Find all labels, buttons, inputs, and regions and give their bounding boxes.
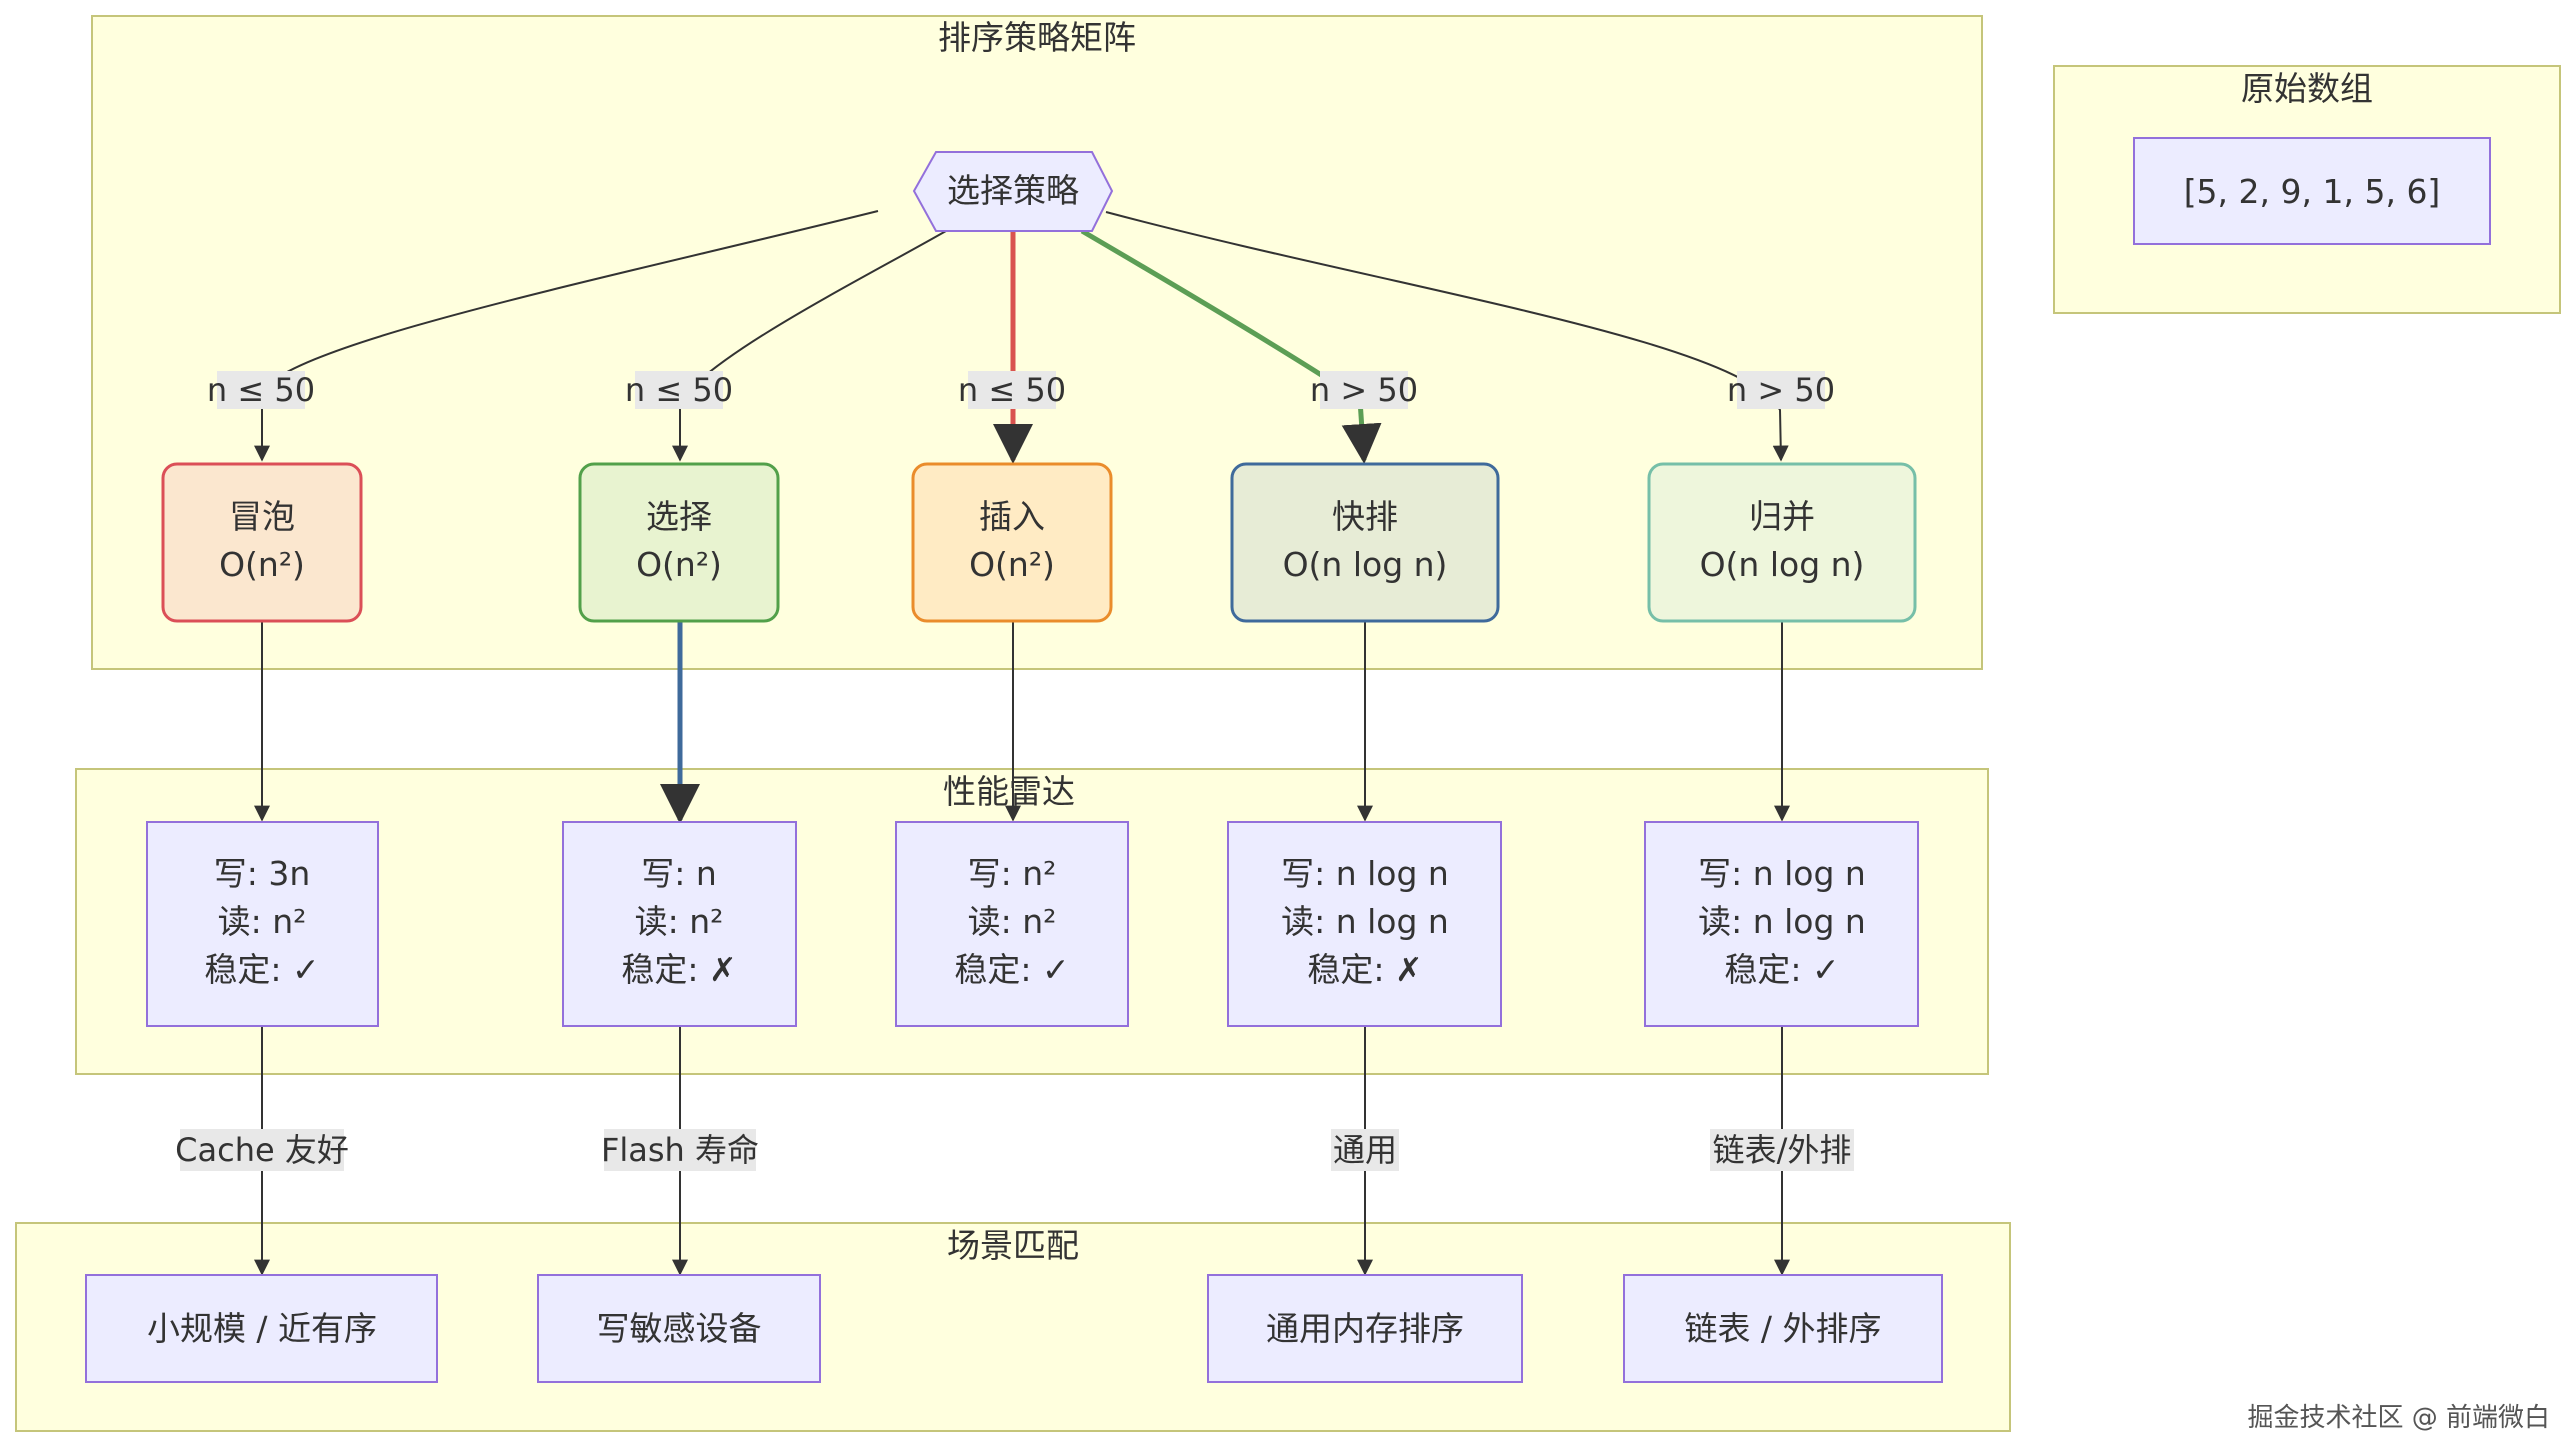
metric-write-insert: 写: n²: [968, 854, 1057, 893]
strategy-text: 选择策略: [947, 171, 1079, 210]
node-metrics-bubble: 写: 3n 读: n² 稳定: ✓: [146, 821, 379, 1027]
metric-read-merge: 读: n log n: [1698, 902, 1866, 941]
metric-write-merge: 写: n log n: [1698, 854, 1866, 893]
node-scene-write-sensitive: 写敏感设备: [537, 1274, 821, 1383]
algo-complexity-bubble: O(n²): [219, 545, 305, 584]
edge-label-flash: Flash 寿命: [601, 1131, 759, 1169]
node-metrics-select: 写: n 读: n² 稳定: ✗: [562, 821, 797, 1027]
metric-stable-bubble: 稳定: ✓: [204, 950, 319, 989]
node-merge-sort: 归并 O(n log n): [1647, 462, 1917, 623]
algo-name-select: 选择: [646, 497, 712, 536]
scene-text-linked-list: 链表 / 外排序: [1684, 1309, 1881, 1348]
node-insertion-sort: 插入 O(n²): [911, 462, 1113, 623]
algo-name-quick: 快排: [1332, 497, 1398, 536]
algo-complexity-merge: O(n log n): [1700, 545, 1865, 584]
cluster-title-scenes: 场景匹配: [947, 1226, 1079, 1265]
node-raw-array: [5, 2, 9, 1, 5, 6]: [2133, 137, 2491, 245]
edge-label-cache: Cache 友好: [175, 1131, 349, 1169]
node-scene-linked-list: 链表 / 外排序: [1623, 1274, 1943, 1383]
algo-name-bubble: 冒泡: [229, 497, 295, 536]
edges-algorithms-to-metrics: [254, 621, 1790, 824]
edge-labels-scenes: Cache 友好 Flash 寿命 通用 链表/外排: [175, 1129, 1854, 1171]
node-scene-small-scale: 小规模 / 近有序: [85, 1274, 438, 1383]
edge-label-insert: n ≤ 50: [958, 371, 1066, 409]
metric-write-select: 写: n: [641, 854, 717, 893]
scene-text-write-sensitive: 写敏感设备: [597, 1309, 762, 1348]
node-bubble-sort: 冒泡 O(n²): [161, 462, 363, 623]
metric-stable-select: 稳定: ✗: [621, 950, 736, 989]
node-metrics-quick: 写: n log n 读: n log n 稳定: ✗: [1227, 821, 1502, 1027]
cluster-title-radar: 性能雷达: [943, 772, 1075, 811]
algo-name-insert: 插入: [979, 497, 1045, 536]
edge-label-linkedlist: 链表/外排: [1713, 1131, 1852, 1169]
node-scene-general-memory: 通用内存排序: [1207, 1274, 1523, 1383]
metric-write-bubble: 写: 3n: [214, 854, 311, 893]
metric-read-select: 读: n²: [635, 902, 724, 941]
algo-complexity-quick: O(n log n): [1283, 545, 1448, 584]
node-choose-strategy: 选择策略: [912, 151, 1114, 232]
metric-read-quick: 读: n log n: [1281, 902, 1449, 941]
metric-stable-quick: 稳定: ✗: [1307, 950, 1422, 989]
metric-stable-insert: 稳定: ✓: [954, 950, 1069, 989]
metric-write-quick: 写: n log n: [1281, 854, 1449, 893]
edge-label-bubble: n ≤ 50: [207, 371, 315, 409]
edge-label-general: 通用: [1333, 1131, 1397, 1169]
edge-label-select: n ≤ 50: [625, 371, 733, 409]
watermark-text: 掘金技术社区 @ 前端微白: [2247, 1403, 2550, 1433]
node-metrics-merge: 写: n log n 读: n log n 稳定: ✓: [1644, 821, 1919, 1027]
algo-name-merge: 归并: [1749, 497, 1815, 536]
node-quick-sort: 快排 O(n log n): [1230, 462, 1500, 623]
algo-complexity-insert: O(n²): [969, 545, 1055, 584]
metric-read-bubble: 读: n²: [218, 902, 307, 941]
node-selection-sort: 选择 O(n²): [578, 462, 780, 623]
edge-label-merge: n > 50: [1727, 371, 1835, 409]
cluster-title-raw: 原始数组: [2241, 69, 2373, 108]
algo-complexity-select: O(n²): [636, 545, 722, 584]
node-metrics-insert: 写: n² 读: n² 稳定: ✓: [895, 821, 1129, 1027]
scene-text-small-scale: 小规模 / 近有序: [147, 1309, 377, 1348]
metric-stable-merge: 稳定: ✓: [1724, 950, 1839, 989]
edge-label-quick: n > 50: [1310, 371, 1418, 409]
cluster-title-matrix: 排序策略矩阵: [938, 18, 1136, 57]
edge-labels-size: n ≤ 50 n ≤ 50 n ≤ 50 n > 50 n > 50: [207, 371, 1835, 409]
metric-read-insert: 读: n²: [968, 902, 1057, 941]
raw-array-text: [5, 2, 9, 1, 5, 6]: [2184, 172, 2441, 211]
scene-text-general-memory: 通用内存排序: [1266, 1309, 1464, 1348]
